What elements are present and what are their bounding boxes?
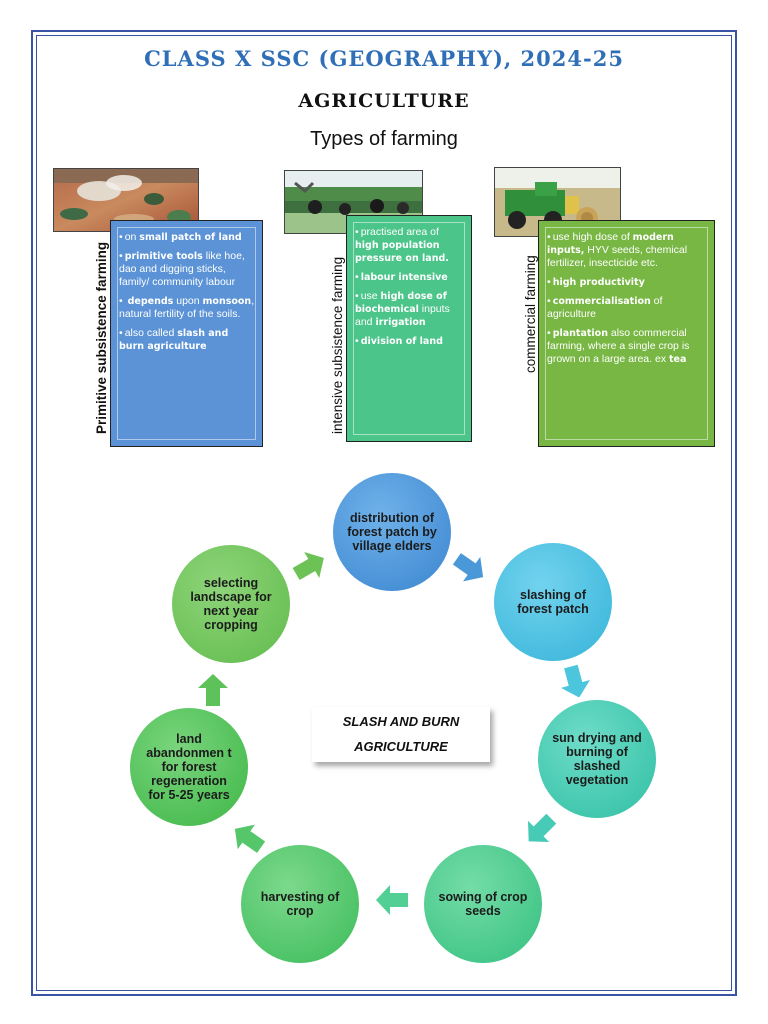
arrow-icon xyxy=(292,552,324,581)
page-border-outer xyxy=(31,30,737,996)
list-item: commercialisation of agriculture xyxy=(546,295,708,321)
page-title: CLASS X SSC (GEOGRAPHY), 2024-25 xyxy=(144,46,624,71)
page-subtitle: AGRICULTURE xyxy=(298,90,470,112)
arrow-icon xyxy=(452,553,484,582)
commercial-farming-label: commercial farming xyxy=(523,255,538,373)
cycle-step-selecting: selecting landscape for next year croppi… xyxy=(172,545,290,663)
arrow-icon xyxy=(527,813,557,843)
list-item: use high dose of modern inputs, HYV seed… xyxy=(546,231,708,270)
list-item: high productivity xyxy=(546,276,708,289)
arrow-icon xyxy=(198,674,228,706)
cycle-step-harvesting: harvesting of crop xyxy=(241,845,359,963)
cycle-center-label: SLASH AND BURN AGRICULTURE xyxy=(312,707,490,762)
list-item: division of land xyxy=(354,335,465,348)
primitive-farming-label: Primitive subsistence farming xyxy=(94,241,109,434)
intensive-farming-label: intensive subsistence farming xyxy=(330,256,345,434)
list-item: practised area of high population pressu… xyxy=(354,226,465,265)
arrow-icon xyxy=(234,824,266,853)
cycle-step-sowing: sowing of crop seeds xyxy=(424,845,542,963)
commercial-farming-card: use high dose of modern inputs, HYV seed… xyxy=(538,220,715,447)
cycle-step-abandonment: land abandonmen t for forest regeneratio… xyxy=(130,708,248,826)
list-item: labour intensive xyxy=(354,271,465,284)
page-border-inner xyxy=(36,35,732,991)
arrow-icon xyxy=(376,885,408,915)
list-item: depends upon monsoon, natural fertility … xyxy=(118,295,256,321)
list-item: also called slash and burn agriculture xyxy=(118,327,256,353)
list-item: on small patch of land xyxy=(118,231,256,244)
list-item: use high dose of biochemical inputs and … xyxy=(354,290,465,329)
cycle-step-burning: sun drying and burning of slashed vegeta… xyxy=(538,700,656,818)
intensive-farming-card: practised area of high population pressu… xyxy=(346,215,472,442)
section-heading: Types of farming xyxy=(310,128,458,150)
list-item: plantation also commercial farming, wher… xyxy=(546,327,708,366)
cycle-step-slashing: slashing of forest patch xyxy=(494,543,612,661)
list-item: primitive tools like hoe, dao and diggin… xyxy=(118,250,256,289)
slash-burn-photo xyxy=(53,168,199,232)
arrow-icon xyxy=(561,664,591,698)
cycle-step-distribution: distribution of forest patch by village … xyxy=(333,473,451,591)
primitive-farming-card: on small patch of land primitive tools l… xyxy=(110,220,263,447)
